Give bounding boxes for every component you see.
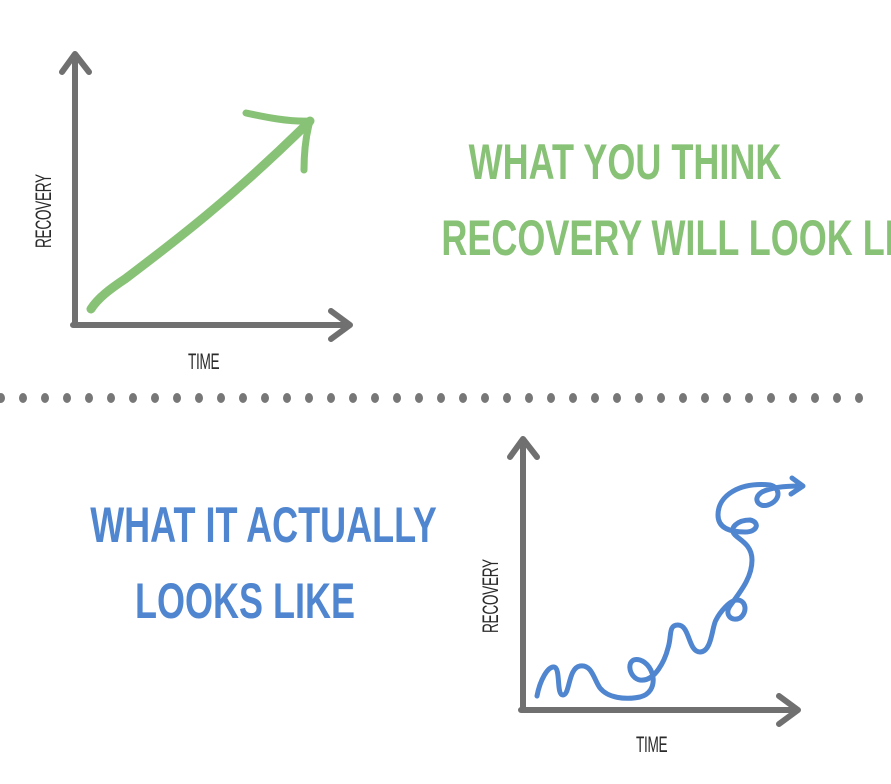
actual-headline-line1: WHAT IT ACTUALLY bbox=[90, 497, 437, 553]
top-chart-axes bbox=[59, 51, 353, 342]
top-y-axis-arrow-icon bbox=[59, 51, 92, 328]
actual-recovery-squiggle-icon bbox=[534, 475, 806, 701]
bottom-y-axis-label: RECOVERY bbox=[478, 559, 503, 633]
expected-headline-line2: RECOVERY WILL LOOK LIKE bbox=[441, 210, 891, 266]
dotted-divider bbox=[0, 393, 863, 403]
bottom-x-axis-label: TIME bbox=[636, 732, 668, 757]
top-x-axis-label: TIME bbox=[188, 349, 220, 374]
top-y-axis-label: RECOVERY bbox=[31, 174, 56, 248]
actual-headline: WHAT IT ACTUALLY LOOKS LIKE bbox=[90, 497, 437, 629]
expected-headline: WHAT YOU THINK RECOVERY WILL LOOK LIKE bbox=[441, 134, 891, 266]
top-x-axis-arrow-icon bbox=[70, 308, 353, 342]
expected-recovery-arrow-icon bbox=[86, 109, 315, 314]
actual-headline-line2: LOOKS LIKE bbox=[134, 573, 356, 629]
bottom-y-axis-arrow-icon bbox=[507, 436, 540, 713]
bottom-chart-axes bbox=[507, 436, 801, 727]
bottom-x-axis-arrow-icon bbox=[518, 693, 801, 727]
expected-headline-line1: WHAT YOU THINK bbox=[468, 134, 782, 190]
